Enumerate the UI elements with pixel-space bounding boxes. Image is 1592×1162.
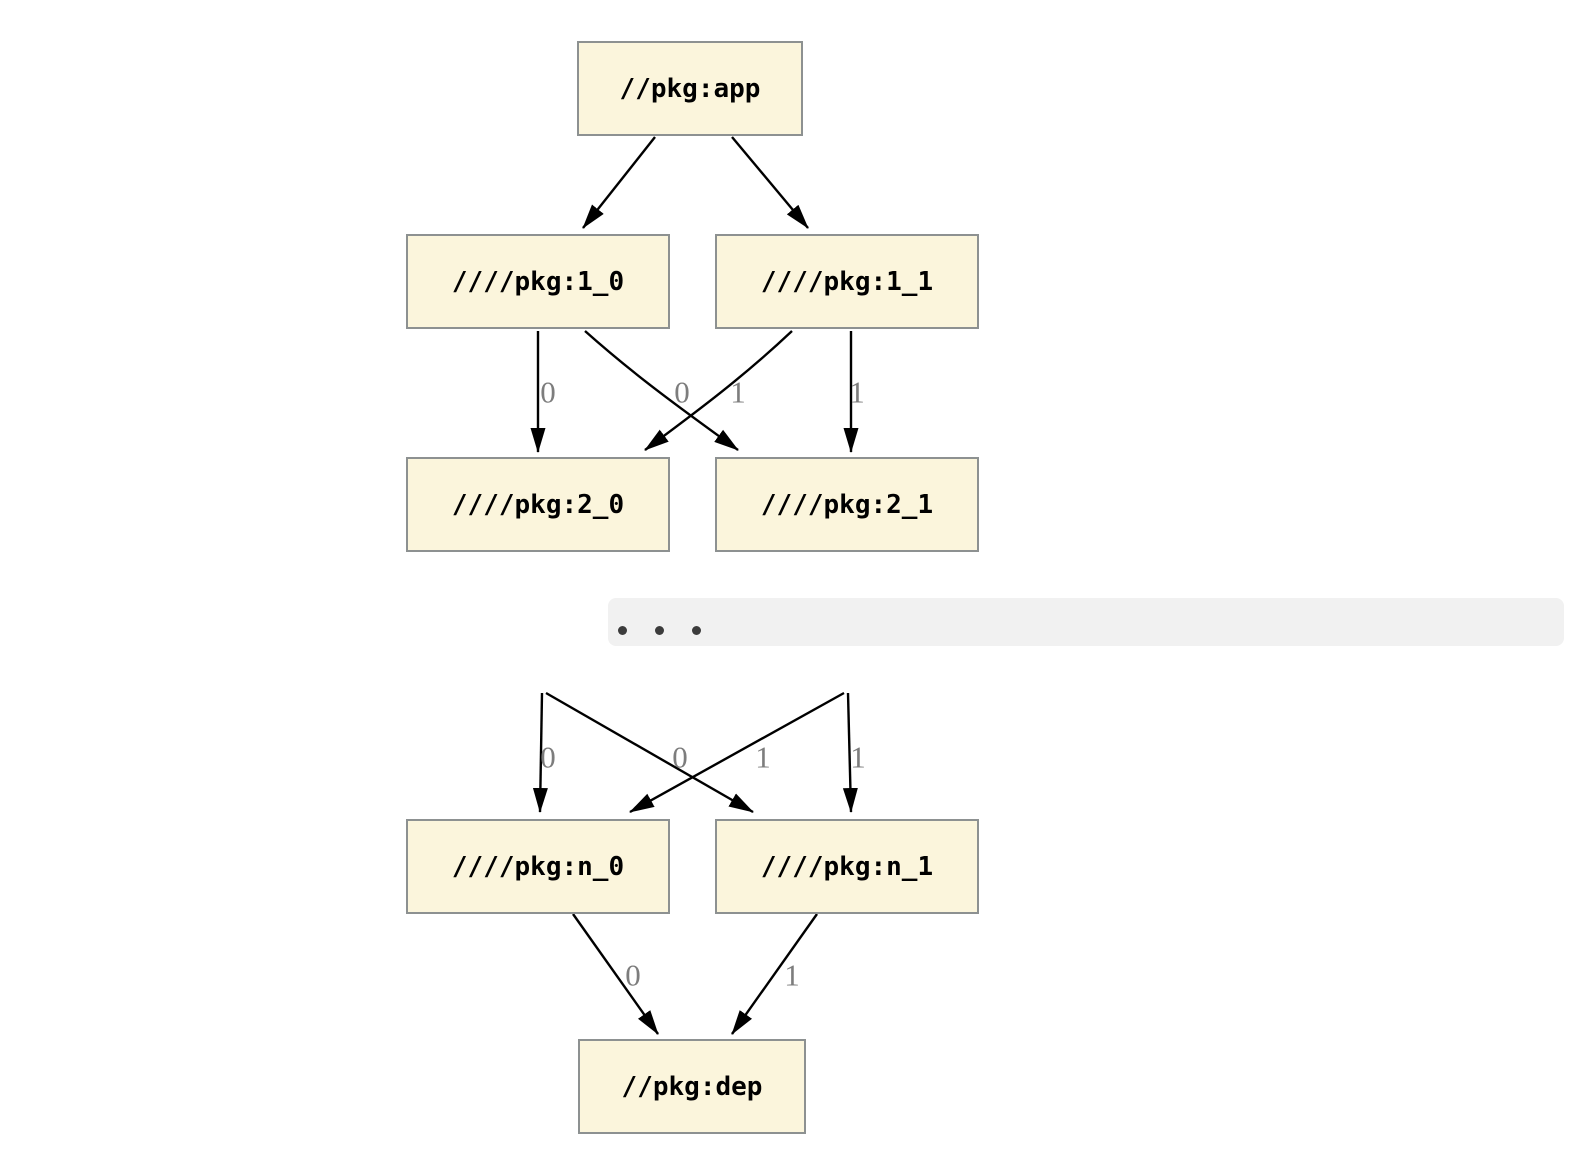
- node-label: ////pkg:1_0: [451, 266, 625, 297]
- edge-label: 1: [784, 957, 800, 993]
- edge-label: 1: [730, 374, 746, 410]
- ellipsis-dot: [692, 626, 701, 635]
- node-pkg-2_1: ////pkg:2_1: [715, 457, 979, 552]
- edge-label: 0: [540, 374, 556, 410]
- edge-hidden-left-to-n_0: [532, 692, 548, 813]
- node-pkg-n_0: ////pkg:n_0: [406, 819, 670, 914]
- edge-label: 1: [849, 374, 865, 410]
- node-pkg-1_0: ////pkg:1_0: [406, 234, 670, 329]
- ellipsis-dot: [618, 626, 627, 635]
- node-label: ////pkg:n_0: [451, 851, 625, 882]
- collapsed-rows-band: [608, 598, 1564, 646]
- edge-label: 0: [672, 739, 688, 775]
- edge-n_1-to-dep: [731, 913, 818, 1035]
- node-label: ////pkg:n_1: [760, 851, 934, 882]
- node-pkg-n_1: ////pkg:n_1: [715, 819, 979, 914]
- node-label: ////pkg:2_1: [760, 489, 934, 520]
- edge-label: 0: [625, 957, 641, 993]
- node-pkg-2_0: ////pkg:2_0: [406, 457, 670, 552]
- edge-app-to-1_0: [582, 136, 656, 229]
- node-label: //pkg:dep: [621, 1071, 763, 1102]
- node-label: ////pkg:2_0: [451, 489, 625, 520]
- edge-hidden-left-to-n_1: [545, 691, 754, 814]
- edge-hidden-right-to-n_1: [842, 692, 858, 813]
- edge-n_0-to-dep: [572, 913, 659, 1035]
- edge-1_1-to-2_0: [644, 330, 793, 451]
- node-pkg-dep: //pkg:dep: [578, 1039, 806, 1134]
- edge-1_0-to-2_1: [584, 330, 739, 451]
- edge-label: 0: [674, 374, 690, 410]
- node-label: //pkg:app: [619, 73, 761, 104]
- node-label: ////pkg:1_1: [760, 266, 934, 297]
- edge-label: 0: [540, 739, 556, 775]
- edge-label: 1: [850, 739, 866, 775]
- ellipsis-dot: [655, 626, 664, 635]
- edge-label: 1: [755, 739, 771, 775]
- node-pkg-app: //pkg:app: [577, 41, 803, 136]
- edge-hidden-right-to-n_0: [629, 691, 845, 814]
- node-pkg-1_1: ////pkg:1_1: [715, 234, 979, 329]
- edge-app-to-1_1: [731, 136, 809, 229]
